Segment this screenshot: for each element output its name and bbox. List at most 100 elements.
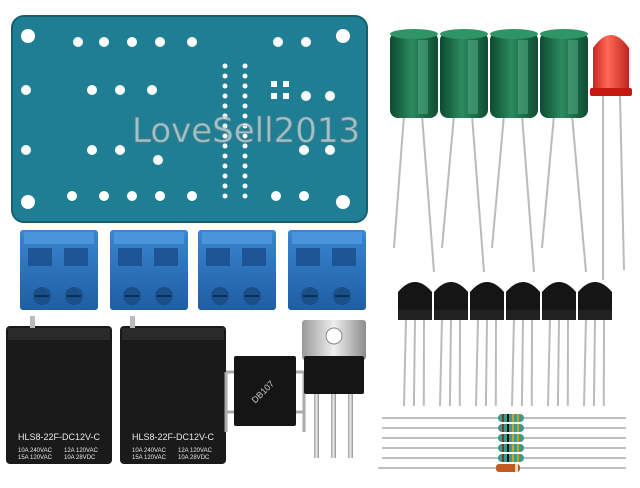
pcb-pad — [242, 123, 248, 129]
relay-2-rating-l2: 15A 120VAC — [132, 455, 167, 461]
pcb-pad — [73, 37, 83, 47]
transistors-to92 — [398, 282, 612, 407]
pcb-pad — [222, 173, 228, 179]
pcb-board — [11, 15, 368, 223]
resistor — [382, 444, 626, 452]
terminal-block — [20, 230, 98, 310]
relay-1-rating-l2: 15A 120VAC — [18, 455, 53, 461]
pcb-pad — [301, 37, 311, 47]
mounting-hole — [21, 195, 35, 209]
pcb-pad — [67, 191, 77, 201]
watermark-text: LoveSell2013 — [132, 111, 360, 151]
pcb-pad — [222, 63, 228, 69]
resistors — [382, 414, 626, 462]
pcb-pad — [325, 91, 335, 101]
transistor — [542, 282, 576, 407]
pcb-pad — [242, 193, 248, 199]
relay-2-model: HLS8-22F-DC12V-C — [132, 432, 215, 442]
voltage-regulator — [302, 320, 366, 458]
relay-2-rating-l1: 10A 240VAC — [132, 448, 167, 454]
resistor — [382, 454, 626, 462]
pcb-pad — [222, 113, 228, 119]
pcb-pad — [242, 183, 248, 189]
pcb-pad — [271, 93, 277, 99]
pcb-pad — [155, 191, 165, 201]
relay-1-rating-r2: 10A 28VDC — [64, 455, 96, 461]
pcb-pad — [222, 83, 228, 89]
pcb-pad — [21, 145, 31, 155]
transistor — [470, 282, 504, 407]
transistor — [398, 282, 432, 407]
pcb-pad — [99, 37, 109, 47]
relay-2-rating-r1: 12A 120VAC — [178, 448, 213, 454]
relay-1-rating-r1: 12A 120VAC — [64, 448, 99, 454]
pcb-pad — [222, 93, 228, 99]
pcb-pad — [222, 193, 228, 199]
capacitor — [490, 29, 538, 273]
pcb-pad — [222, 103, 228, 109]
terminal-block — [110, 230, 188, 310]
pcb-pad — [127, 191, 137, 201]
relay-2: HLS8-22F-DC12V-C 10A 240VAC 15A 120VAC 1… — [120, 316, 226, 464]
pcb-pad — [242, 173, 248, 179]
pcb-pad — [222, 183, 228, 189]
red-led — [590, 35, 632, 280]
pcb-pad — [99, 191, 109, 201]
pcb-pad — [242, 83, 248, 89]
pcb-pad — [325, 145, 335, 155]
terminal-blocks — [20, 230, 366, 310]
relay-1-rating-l1: 10A 240VAC — [18, 448, 53, 454]
pcb-pad — [187, 37, 197, 47]
pcb-pad — [242, 163, 248, 169]
pcb-pad — [271, 191, 281, 201]
pcb-pad — [147, 85, 157, 95]
pcb-pad — [115, 145, 125, 155]
pcb-pad — [21, 85, 31, 95]
pcb-holes — [21, 29, 350, 209]
pcb-pad — [301, 91, 311, 101]
pcb-pad — [87, 85, 97, 95]
pcb-pad — [242, 63, 248, 69]
bridge-rectifier-chip: DB107 — [224, 356, 306, 432]
capacitor — [390, 29, 438, 273]
diode — [378, 464, 626, 472]
pcb-pad — [127, 37, 137, 47]
pcb-pad — [242, 133, 248, 139]
pcb-pad — [283, 93, 289, 99]
terminal-block — [288, 230, 366, 310]
electrolytic-capacitors — [390, 29, 588, 273]
pcb-pad — [242, 113, 248, 119]
relay-2-rating-r2: 10A 28VDC — [178, 455, 210, 461]
mounting-hole — [336, 29, 350, 43]
pcb-pad — [222, 123, 228, 129]
transistor — [578, 282, 612, 407]
resistor — [382, 434, 626, 442]
pcb-pad — [242, 93, 248, 99]
pcb-pad — [242, 153, 248, 159]
resistor — [382, 414, 626, 422]
transistor — [506, 282, 540, 407]
terminal-block — [198, 230, 276, 310]
pcb-pad — [222, 163, 228, 169]
pcb-pad — [283, 81, 289, 87]
relay-1-model: HLS8-22F-DC12V-C — [18, 432, 101, 442]
pcb-pad — [242, 73, 248, 79]
pcb-pad — [115, 85, 125, 95]
pcb-pad — [242, 143, 248, 149]
pcb-pad — [222, 143, 228, 149]
capacitor — [540, 29, 588, 273]
relay-1: HLS8-22F-DC12V-C 10A 240VAC 15A 120VAC 1… — [6, 316, 112, 464]
resistor — [382, 424, 626, 432]
transistor — [434, 282, 468, 407]
pcb-pad — [87, 145, 97, 155]
pcb-pad — [155, 37, 165, 47]
pcb-pad — [242, 103, 248, 109]
capacitor — [440, 29, 488, 273]
pcb-pad — [273, 37, 283, 47]
mounting-hole — [336, 195, 350, 209]
pcb-pad — [299, 145, 309, 155]
pcb-pad — [271, 81, 277, 87]
pcb-pad — [153, 155, 163, 165]
mounting-hole — [21, 29, 35, 43]
